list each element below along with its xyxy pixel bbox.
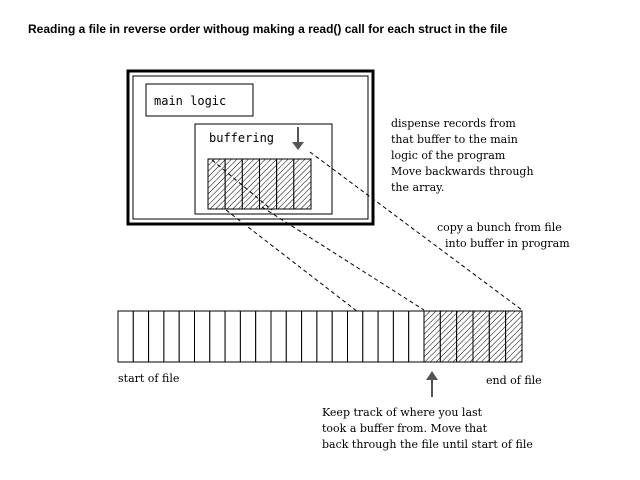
file-record-cell bbox=[316, 310, 333, 363]
copy-note: copy a bunch from file into buffer in pr… bbox=[437, 221, 570, 250]
file-buffer-cell bbox=[439, 310, 458, 363]
keep-track-note-line: took a buffer from. Move that bbox=[322, 422, 488, 435]
file-buffer-cell bbox=[456, 310, 474, 363]
start-of-file-label: start of file bbox=[118, 372, 179, 385]
copy-note-line: into buffer in program bbox=[445, 237, 570, 250]
file-record-cell bbox=[209, 310, 226, 363]
keep-track-note-line: back through the file until start of fil… bbox=[322, 438, 533, 451]
file-record-cell bbox=[148, 310, 165, 363]
file-record-cell bbox=[270, 310, 287, 363]
dispense-note-line: logic of the program bbox=[391, 149, 506, 162]
file-strip bbox=[117, 310, 523, 363]
file-buffer-cell bbox=[505, 310, 523, 363]
program-buffer-cell bbox=[276, 158, 295, 210]
file-record-cell bbox=[331, 310, 349, 363]
file-record-cell bbox=[224, 310, 241, 363]
copy-note-line: copy a bunch from file bbox=[437, 221, 562, 234]
dispense-note: dispense records from that buffer to the… bbox=[391, 117, 534, 194]
diagram-title: Reading a file in reverse order withoug … bbox=[28, 22, 508, 36]
buffering-label: buffering bbox=[209, 131, 274, 145]
file-record-cell bbox=[301, 310, 318, 363]
dispense-note-line: Move backwards through bbox=[391, 165, 534, 178]
dispense-note-line: the array. bbox=[391, 181, 444, 194]
file-record-cell bbox=[178, 310, 195, 363]
program-inner-border bbox=[132, 75, 369, 220]
down-arrow-icon bbox=[292, 127, 304, 150]
file-record-cell bbox=[285, 310, 303, 363]
program-buffer-cell bbox=[293, 158, 312, 210]
file-record-cell bbox=[392, 310, 410, 363]
program-buffer-cell bbox=[207, 158, 226, 210]
file-buffer-cell bbox=[472, 310, 490, 363]
copy-line-right bbox=[309, 151, 523, 311]
keep-track-note: Keep track of where you last took a buff… bbox=[322, 406, 533, 451]
file-buffer-cell bbox=[488, 310, 507, 363]
main-logic-label: main logic bbox=[154, 94, 226, 108]
file-record-cell bbox=[132, 310, 150, 363]
end-of-file-label: end of file bbox=[486, 374, 542, 387]
file-record-cell bbox=[377, 310, 394, 363]
program-outer-box bbox=[126, 69, 375, 226]
program-buffer-cell bbox=[224, 158, 243, 210]
file-record-cell bbox=[347, 310, 364, 363]
program-buffer-cell bbox=[241, 158, 261, 210]
dispense-note-line: that buffer to the main bbox=[391, 133, 518, 146]
file-record-cell bbox=[255, 310, 272, 363]
file-record-cell bbox=[239, 310, 257, 363]
keep-track-note-line: Keep track of where you last bbox=[322, 406, 483, 419]
dispense-note-line: dispense records from bbox=[391, 117, 516, 130]
file-record-cell bbox=[163, 310, 180, 363]
copy-line-middle bbox=[261, 206, 425, 311]
program-buffer-array bbox=[207, 158, 312, 210]
dashed-line-in-buffer bbox=[211, 159, 273, 211]
file-record-cell bbox=[408, 310, 425, 363]
up-arrow-icon bbox=[426, 371, 438, 397]
file-record-cell bbox=[362, 310, 379, 363]
main-logic-box bbox=[145, 83, 254, 117]
file-record-cell bbox=[117, 310, 134, 363]
file-buffer-cell bbox=[423, 310, 441, 363]
file-record-cell bbox=[194, 310, 211, 363]
